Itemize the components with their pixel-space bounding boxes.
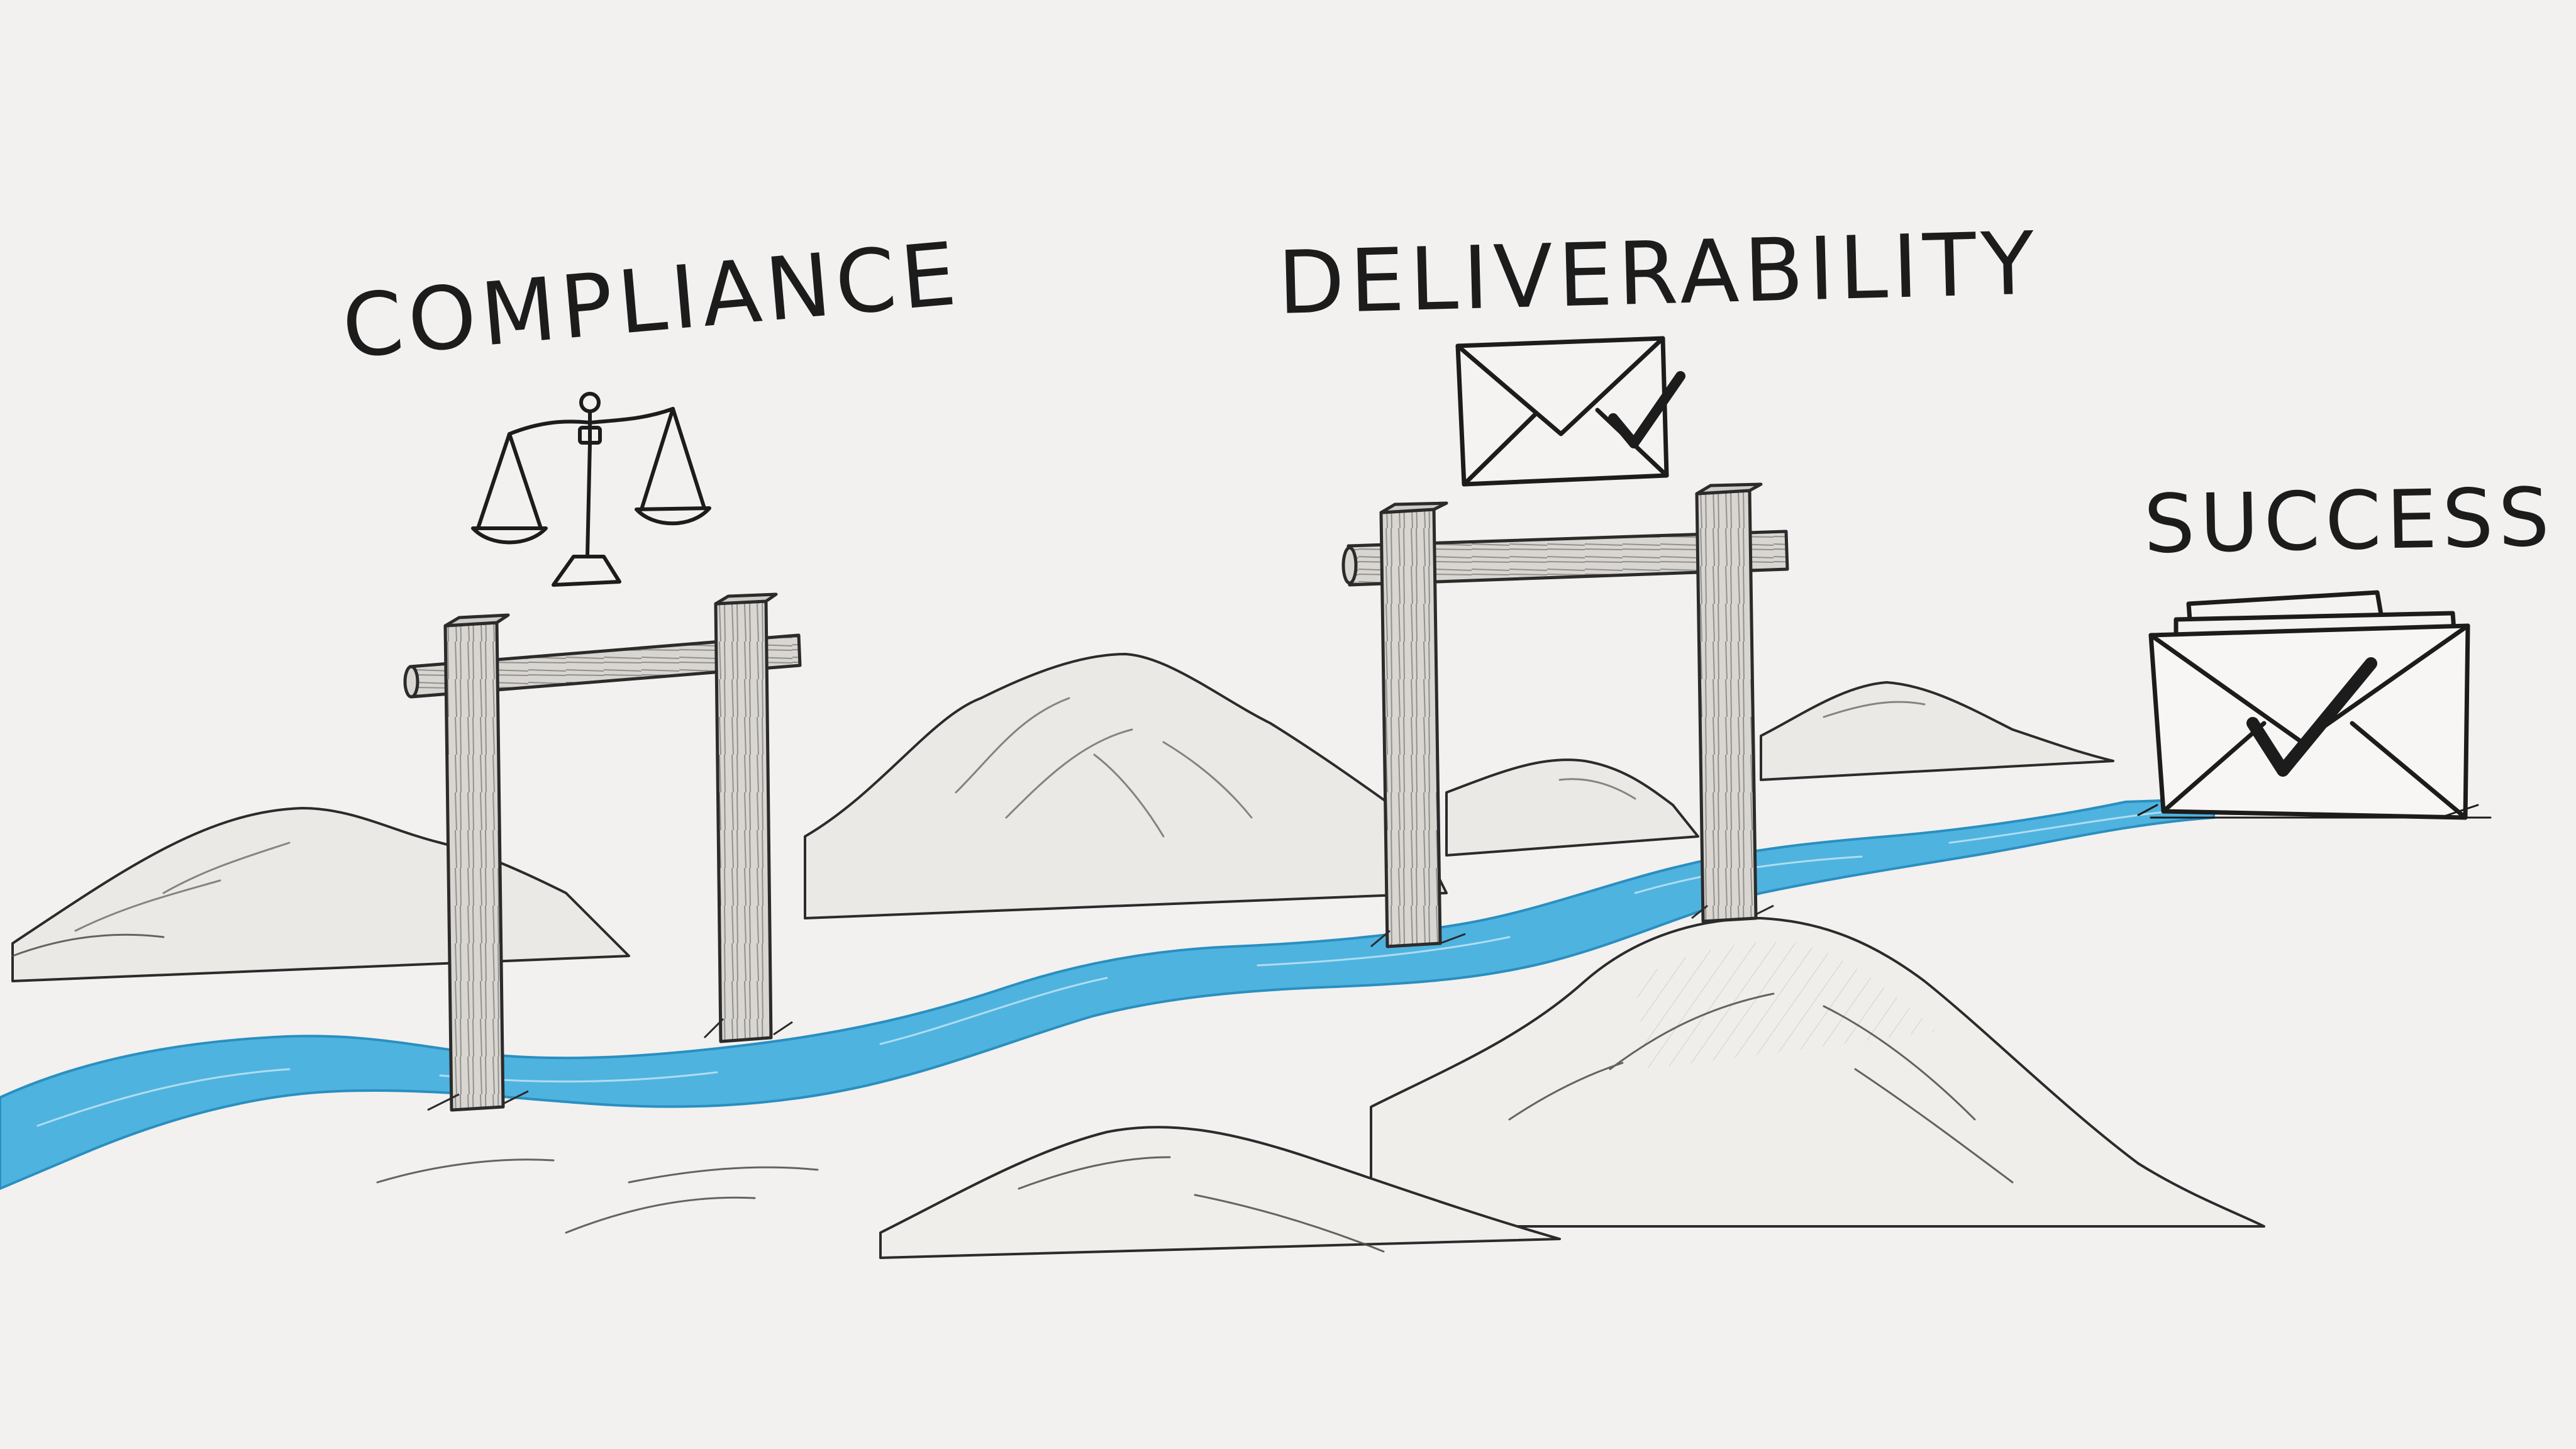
- success-label: SUCCESS: [2143, 470, 2555, 572]
- envelope-stack-check-icon: [2137, 590, 2492, 820]
- deliverability-gate: [1341, 482, 1789, 948]
- scales-of-justice-icon: [471, 392, 711, 587]
- foreground-sketch-lines: [11, 933, 2014, 1253]
- hill-shading: [1635, 941, 1937, 1069]
- hills-front: [879, 917, 2265, 1259]
- envelope-check-icon: [1455, 336, 1685, 487]
- deliverability-label: DELIVERABILITY: [1276, 213, 2041, 334]
- compliance-gate: [403, 592, 802, 1112]
- hill-sketch-lines: [74, 697, 1926, 932]
